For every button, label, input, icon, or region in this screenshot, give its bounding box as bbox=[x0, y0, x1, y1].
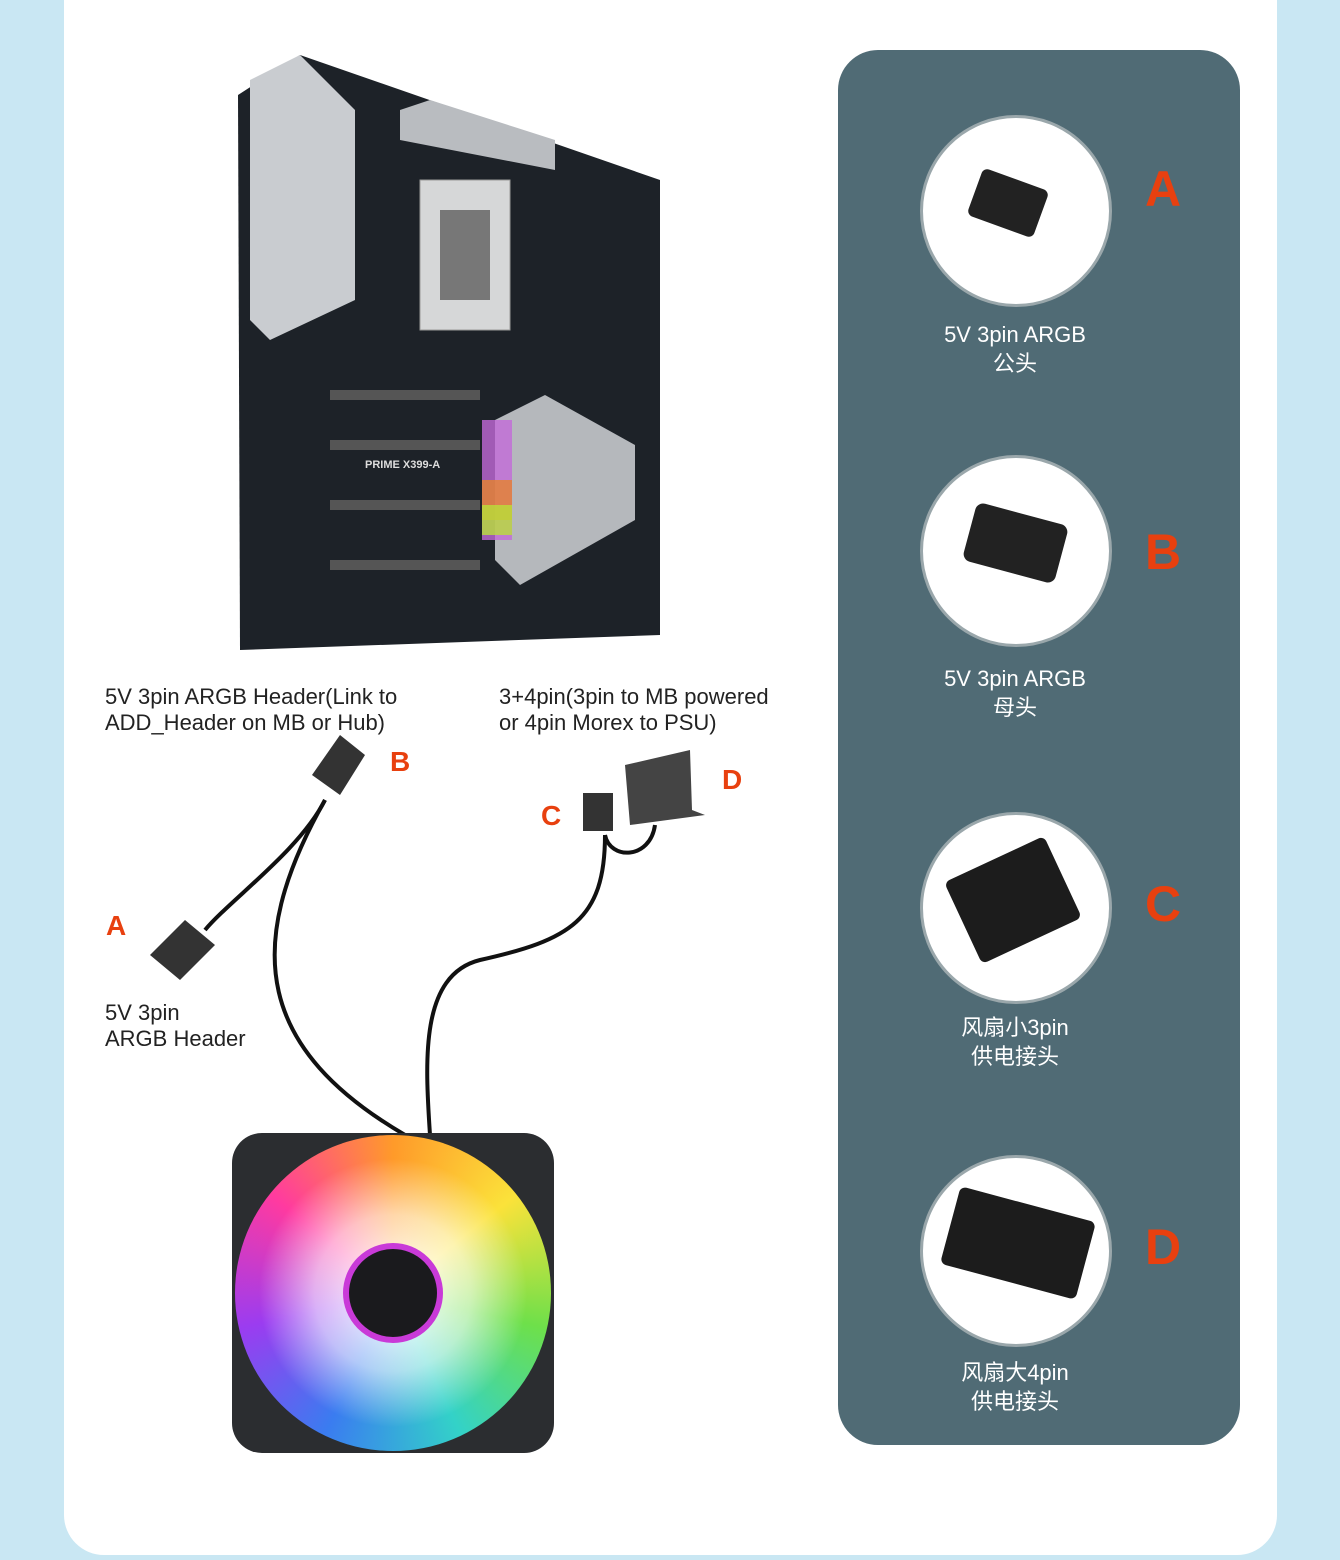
connector-d-photo bbox=[920, 1155, 1112, 1347]
caption-line: 5V 3pin ARGB bbox=[944, 322, 1086, 347]
argb-label-line-1: 5V 3pin ARGB Header(Link to bbox=[105, 684, 398, 709]
argb-header-label: 5V 3pin ARGB Header(Link to ADD_Header o… bbox=[105, 684, 397, 736]
board-model-text: PRIME X399-A bbox=[365, 459, 440, 471]
motherboard-image: PRIME X399-A bbox=[238, 55, 660, 650]
label-c: C bbox=[541, 800, 562, 831]
cables bbox=[203, 799, 657, 1137]
connector-b-caption: 5V 3pin ARGB 母头 bbox=[900, 664, 1130, 722]
label-a: A bbox=[106, 910, 127, 941]
connector-c-photo bbox=[920, 812, 1112, 1004]
connector-a-illustration bbox=[150, 920, 215, 980]
connector-a-letter: A bbox=[1145, 161, 1182, 217]
connector-b-photo bbox=[920, 455, 1112, 647]
header-label-line-1: 5V 3pin bbox=[105, 1000, 180, 1025]
caption-line: 母头 bbox=[992, 695, 1037, 720]
label-b: B bbox=[390, 746, 411, 777]
connector-c-letter: C bbox=[1145, 876, 1182, 932]
connector-a-photo bbox=[920, 115, 1112, 307]
caption-line: 供电接头 bbox=[970, 1044, 1059, 1069]
caption-line: 供电接头 bbox=[970, 1389, 1059, 1414]
caption-line: 风扇小3pin bbox=[961, 1015, 1069, 1040]
caption-line: 公头 bbox=[992, 351, 1037, 376]
caption-line: 风扇大4pin bbox=[961, 1360, 1069, 1385]
connector-d-caption: 风扇大4pin 供电接头 bbox=[900, 1358, 1130, 1416]
connector-c-caption: 风扇小3pin 供电接头 bbox=[900, 1013, 1130, 1071]
connector-d-illustration bbox=[625, 750, 705, 825]
connector-b-illustration bbox=[312, 735, 365, 795]
power-label-line-2: or 4pin Morex to PSU) bbox=[499, 710, 717, 735]
connector-c-illustration bbox=[583, 793, 613, 831]
argb-label-line-2: ADD_Header on MB or Hub) bbox=[105, 710, 386, 735]
caption-line: 5V 3pin ARGB bbox=[944, 666, 1086, 691]
header-label: 5V 3pin ARGB Header bbox=[105, 1000, 246, 1052]
power-label: 3+4pin(3pin to MB powered or 4pin Morex … bbox=[499, 684, 769, 736]
header-label-line-2: ARGB Header bbox=[105, 1026, 246, 1051]
connector-b-letter: B bbox=[1145, 524, 1182, 580]
power-label-line-1: 3+4pin(3pin to MB powered bbox=[499, 684, 769, 709]
label-d: D bbox=[722, 764, 743, 795]
rgb-fan-image bbox=[232, 1133, 554, 1453]
connector-a-caption: 5V 3pin ARGB 公头 bbox=[900, 320, 1130, 378]
connector-d-letter: D bbox=[1145, 1219, 1182, 1275]
